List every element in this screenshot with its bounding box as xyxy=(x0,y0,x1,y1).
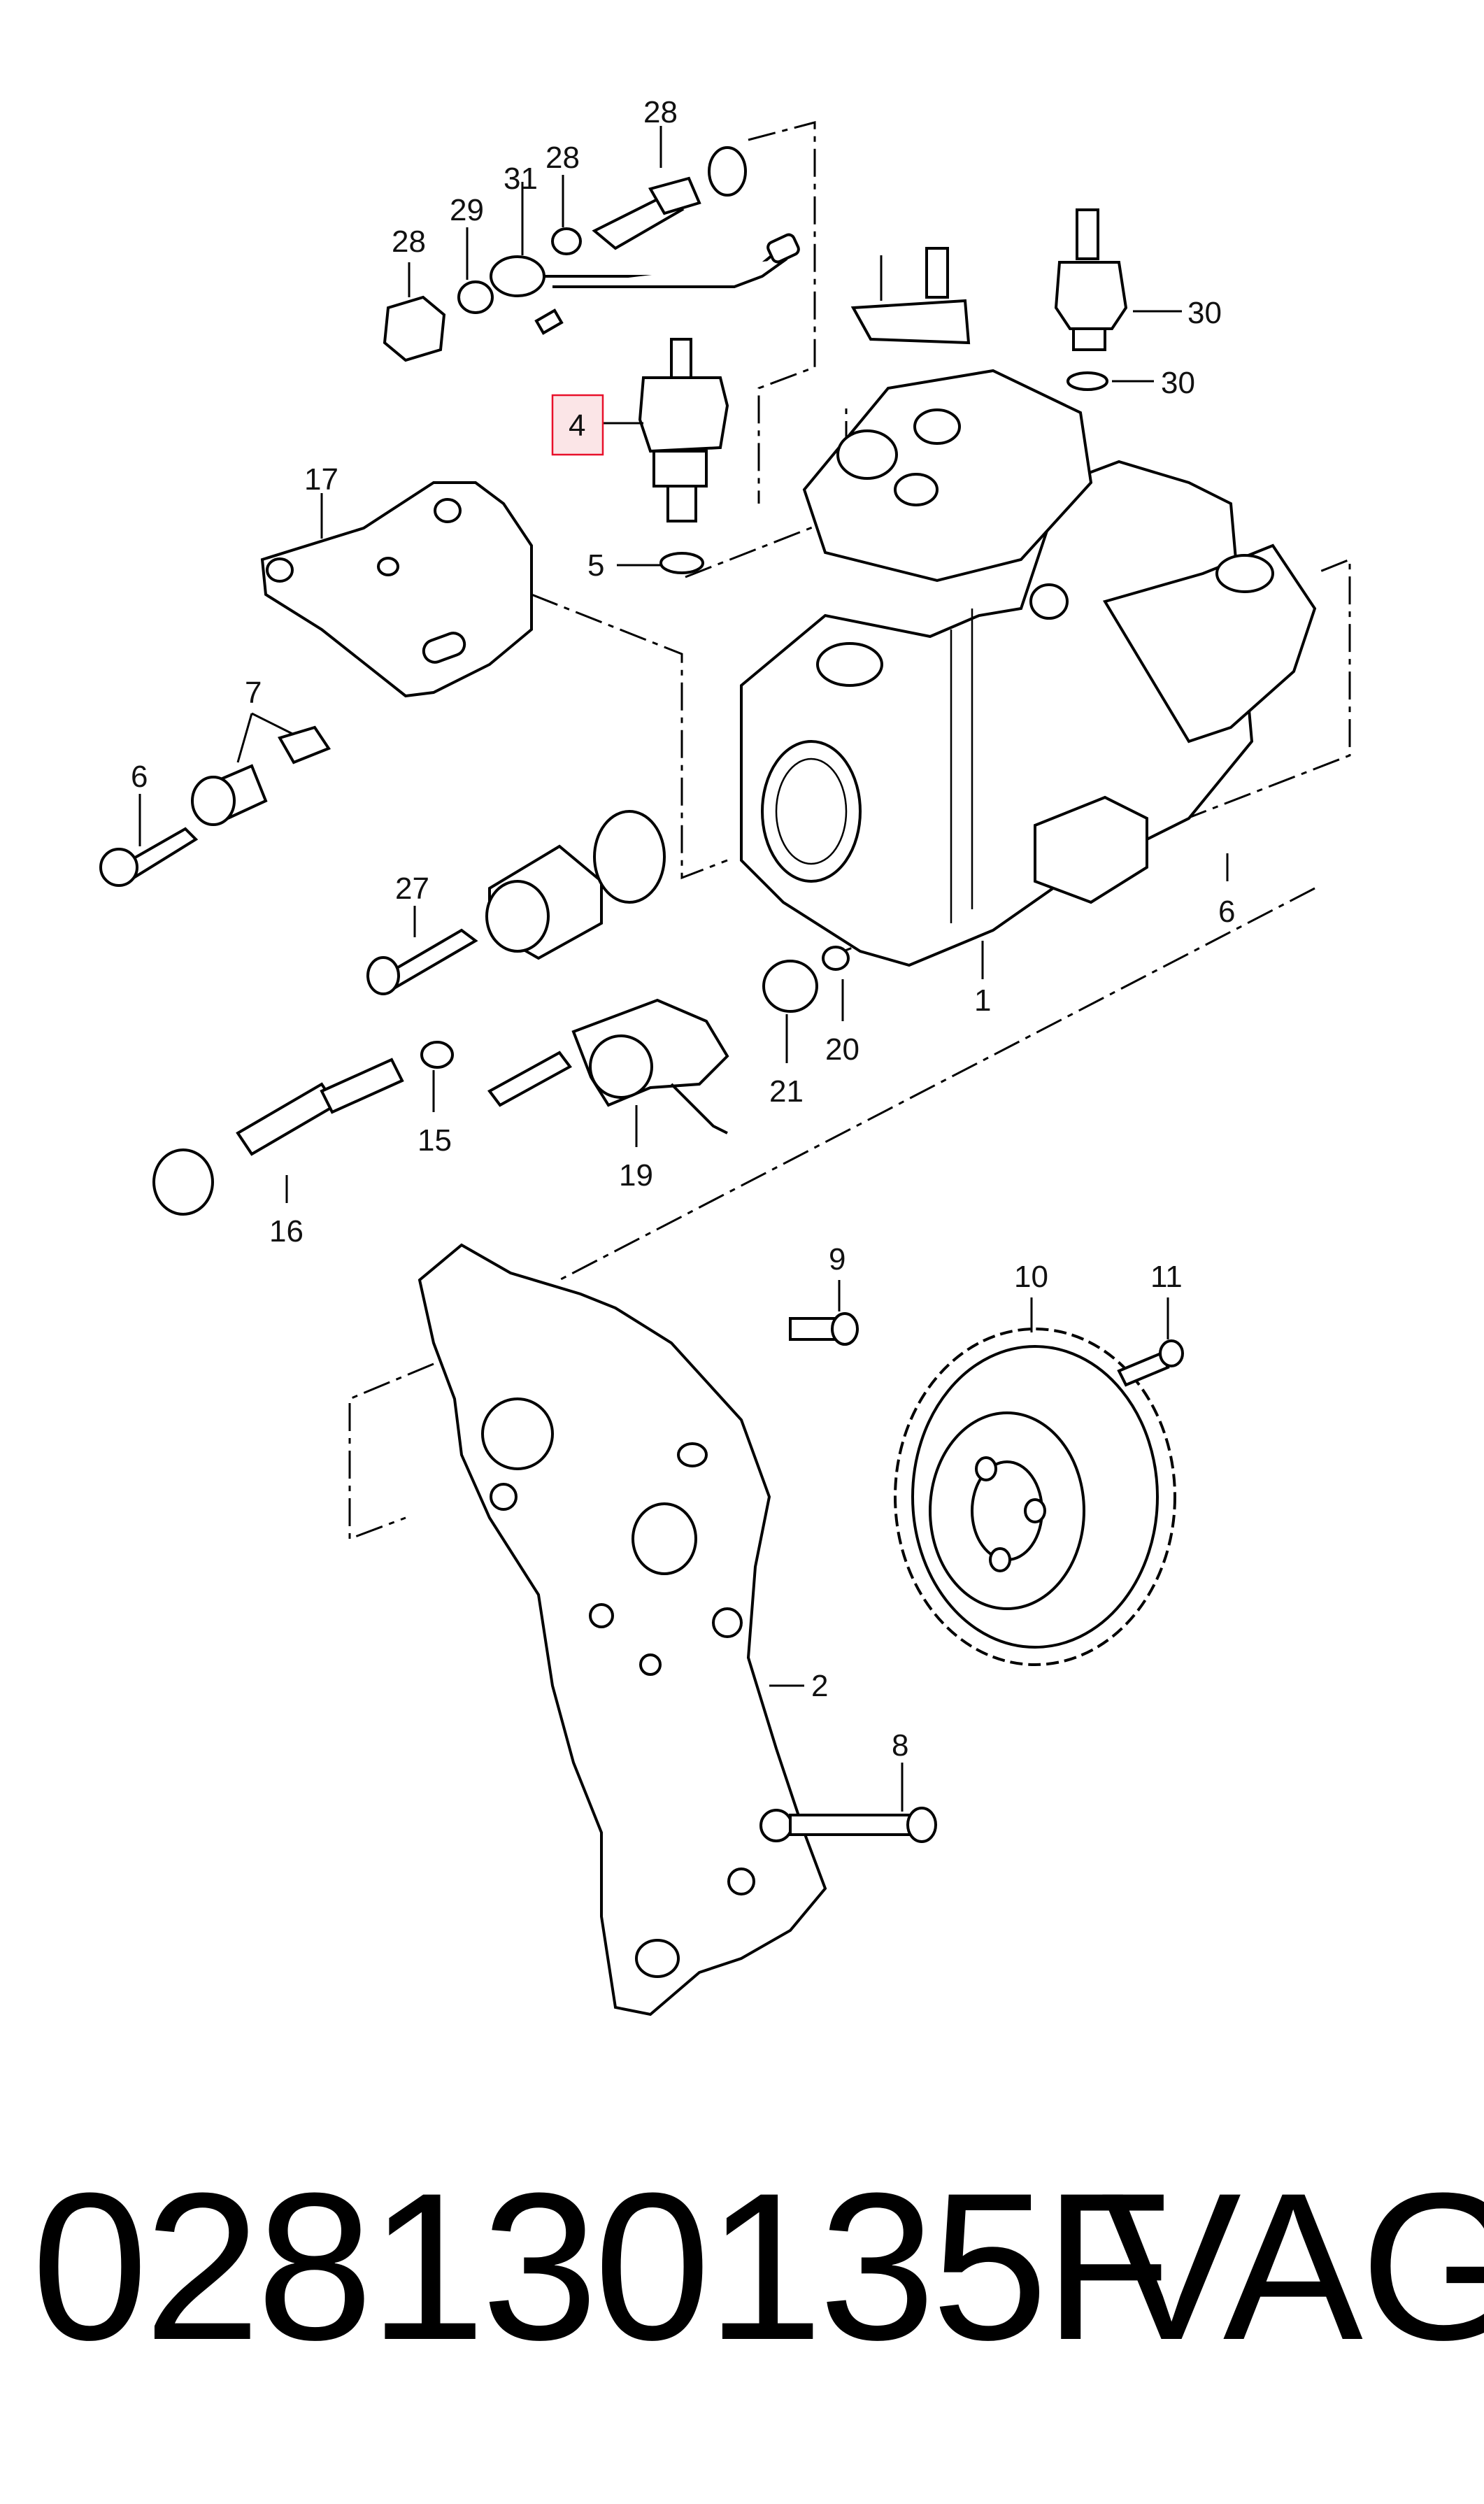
sprocket-part-10 xyxy=(894,1328,1184,1666)
bolts-parts-6-7 xyxy=(99,725,331,887)
callout-6-right: 6 xyxy=(1218,895,1235,929)
callout-29: 30 xyxy=(1187,296,1222,330)
callout-28-right: 30 xyxy=(1161,366,1195,400)
callout-28-top: 28 xyxy=(545,141,580,175)
callout-20: 21 xyxy=(769,1074,804,1109)
callout-10: 10 xyxy=(1014,1260,1048,1294)
sensor-parts-29-31 xyxy=(850,208,1128,391)
brand-name: VAG xyxy=(1101,2149,1484,2384)
callout-21: 27 xyxy=(395,872,429,906)
callout-8: 8 xyxy=(892,1728,908,1763)
callout-15: 15 xyxy=(418,1123,452,1158)
callout-4-highlight xyxy=(551,394,604,456)
timing-housing-part-2 xyxy=(418,1243,827,2016)
callout-17: 17 xyxy=(304,462,338,497)
fuel-pipe-assembly xyxy=(383,146,800,362)
bracket-part-17 xyxy=(260,481,533,698)
callout-19: 20 xyxy=(825,1032,859,1067)
callout-2: 2 xyxy=(811,1669,828,1703)
callout-4: 4 xyxy=(569,408,585,443)
callout-16: 16 xyxy=(269,1214,304,1249)
callout-6-left: 6 xyxy=(131,760,148,794)
callout-11: 11 xyxy=(1150,1260,1183,1294)
callout-27: 28 xyxy=(392,225,426,259)
part-number: 028130135F xyxy=(31,2149,1172,2384)
callout-labels: 28 28 31 29 28 30 30 4 5 17 7 6 27 6 1 2… xyxy=(131,95,1235,1763)
callout-30: 31 xyxy=(504,162,538,196)
leader-lines xyxy=(138,126,1229,1812)
injection-pump-body xyxy=(740,369,1317,967)
parts-diagram: 28 28 31 29 28 30 30 4 5 17 7 6 27 6 1 2… xyxy=(99,95,1351,2016)
callout-5: 5 xyxy=(587,548,604,583)
callout-18: 19 xyxy=(619,1158,653,1193)
fuel-valve-part-4 xyxy=(638,338,729,574)
bolts-parts-8-9 xyxy=(789,1312,937,1843)
callout-9: 9 xyxy=(829,1242,846,1276)
callout-1: 1 xyxy=(974,983,991,1018)
callout-25: 28 xyxy=(643,95,678,129)
callout-28-left: 29 xyxy=(450,193,484,227)
callout-7: 7 xyxy=(245,676,262,710)
plug-parts-21 xyxy=(366,810,666,995)
lower-small-parts xyxy=(152,946,850,1216)
